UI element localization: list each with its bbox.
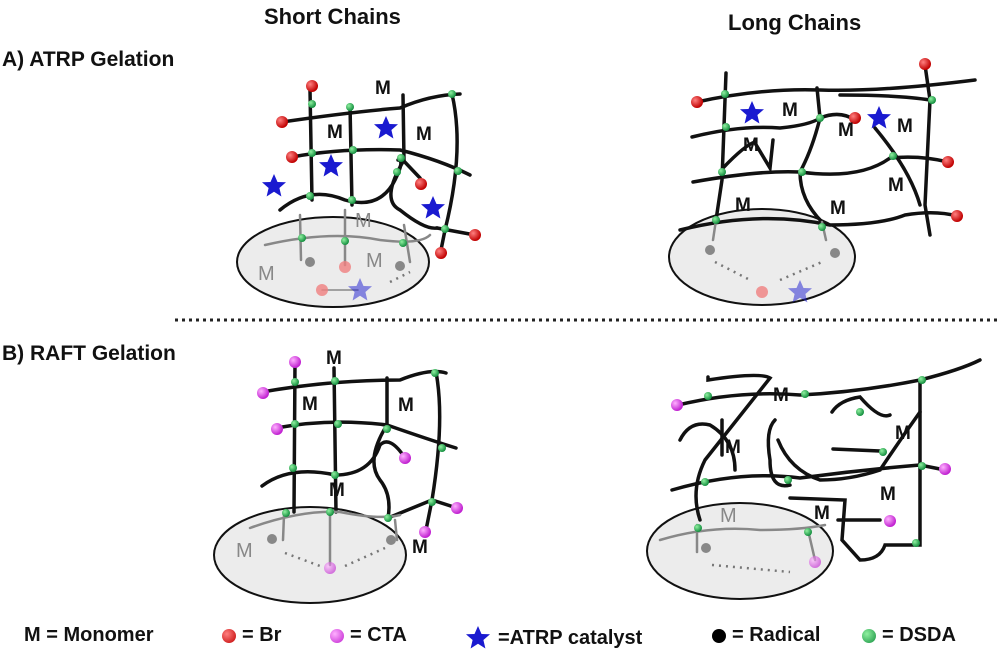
raft-short-dsda-nodes bbox=[282, 369, 446, 522]
monomer-label: M bbox=[895, 423, 911, 444]
cta-dot-icon bbox=[330, 628, 344, 643]
monomer-label: M bbox=[782, 100, 798, 121]
raft-short-network bbox=[213, 360, 459, 604]
monomer-label: M bbox=[302, 394, 318, 415]
monomer-label: M bbox=[375, 78, 391, 99]
monomer-label: M bbox=[814, 503, 830, 524]
monomer-label: M bbox=[398, 395, 414, 416]
atrp-long-dsda-nodes bbox=[712, 90, 936, 231]
zoom-ellipse bbox=[646, 502, 834, 600]
monomer-label: M bbox=[735, 195, 751, 216]
monomer-label: M bbox=[897, 116, 913, 137]
radical-dot-icon bbox=[712, 628, 726, 643]
section-label-atrp: A) ATRP Gelation bbox=[2, 48, 175, 71]
monomer-label: M bbox=[412, 537, 428, 558]
star-icon bbox=[466, 626, 490, 649]
raft-long-dsda-nodes bbox=[694, 376, 926, 547]
legend-br: = Br bbox=[222, 624, 281, 647]
section-label-raft: B) RAFT Gelation bbox=[2, 342, 176, 365]
monomer-label: M bbox=[743, 135, 759, 156]
zoom-ellipse bbox=[668, 208, 856, 306]
monomer-label: M bbox=[326, 348, 342, 369]
raft-long-cta-ends bbox=[671, 399, 951, 568]
raft-short-cta-ends bbox=[257, 356, 463, 574]
atrp-short-radicals bbox=[305, 257, 405, 271]
monomer-label: M bbox=[236, 540, 253, 562]
monomer-label: M bbox=[258, 263, 275, 285]
legend: M = Monomer = Br = CTA =ATRP catalyst = … bbox=[0, 618, 1000, 654]
raft-long-network bbox=[646, 358, 982, 600]
legend-monomer-text: M bbox=[24, 624, 41, 646]
monomer-label: M bbox=[329, 480, 345, 501]
atrp-short-br-ends bbox=[276, 80, 481, 296]
zoom-ellipse bbox=[213, 506, 407, 604]
atrp-long-br-ends bbox=[691, 58, 963, 298]
monomer-label: M bbox=[725, 437, 741, 458]
monomer-label: M bbox=[888, 175, 904, 196]
raft-long-radicals bbox=[701, 543, 711, 553]
legend-radical: = Radical bbox=[712, 624, 820, 647]
monomer-label: M bbox=[720, 505, 737, 527]
column-header-short-chains: Short Chains bbox=[264, 4, 401, 29]
legend-catalyst: =ATRP catalyst bbox=[464, 624, 642, 652]
monomer-label: M bbox=[327, 122, 343, 143]
monomer-label: M bbox=[880, 484, 896, 505]
monomer-label: M bbox=[830, 198, 846, 219]
monomer-label: M bbox=[838, 120, 854, 141]
monomer-label: M bbox=[773, 385, 789, 406]
column-header-long-chains: Long Chains bbox=[728, 10, 862, 35]
monomer-label: M bbox=[366, 250, 383, 272]
dsda-dot-icon bbox=[862, 628, 876, 643]
br-dot-icon bbox=[222, 628, 236, 643]
atrp-long-network bbox=[668, 63, 977, 306]
legend-dsda: = DSDA bbox=[862, 624, 956, 647]
legend-monomer: M = Monomer bbox=[24, 624, 154, 646]
legend-cta: = CTA bbox=[330, 624, 407, 647]
raft-short-radicals bbox=[267, 534, 396, 545]
atrp-short-network bbox=[236, 88, 477, 308]
equilibrium-arrows bbox=[284, 260, 823, 574]
atrp-short-dsda-nodes bbox=[298, 90, 462, 247]
atrp-long-radicals bbox=[705, 245, 840, 258]
monomer-label: M bbox=[416, 124, 432, 145]
monomer-label: M bbox=[355, 210, 372, 232]
